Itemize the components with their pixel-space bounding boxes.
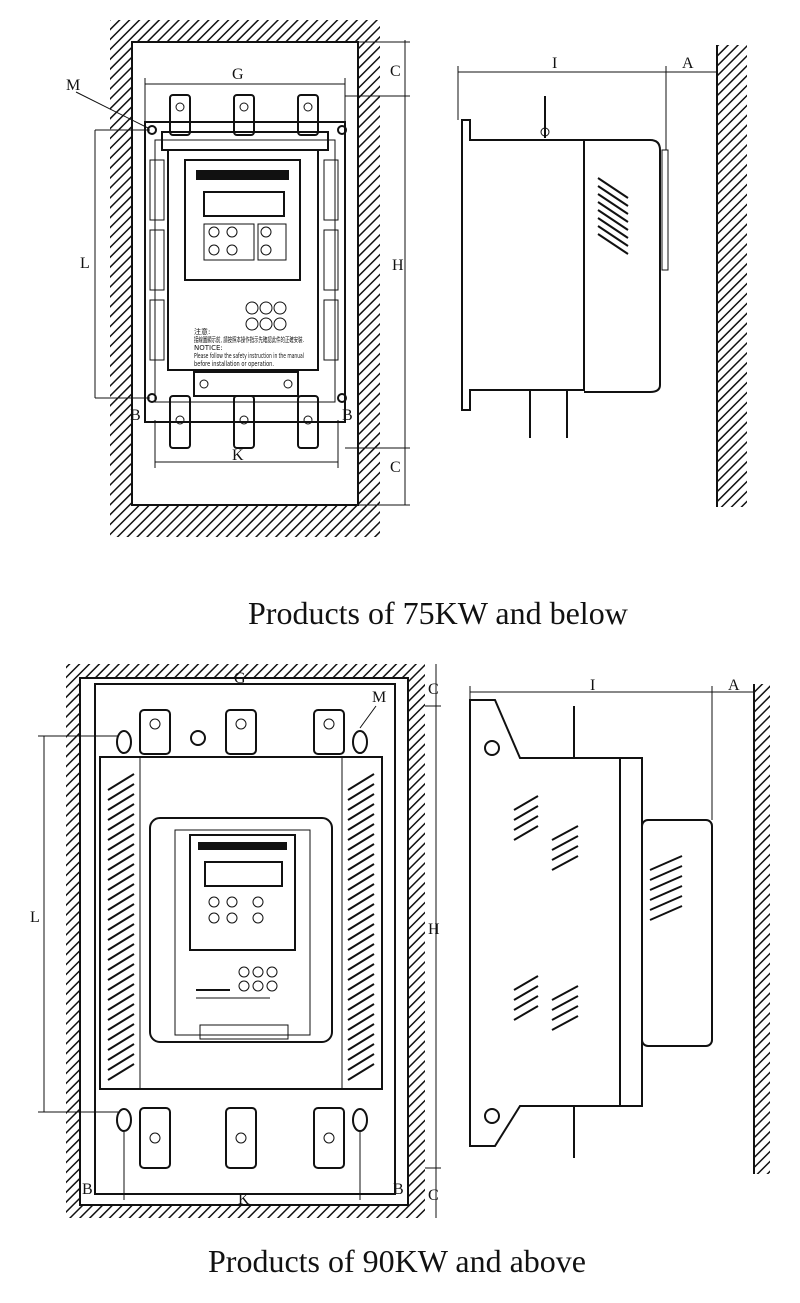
dim-G: G: [234, 670, 246, 687]
dim-B-right: B: [342, 407, 353, 424]
bottom-front-view: G M C H L K B B C: [30, 664, 441, 1218]
dim-L: L: [30, 909, 40, 926]
dim-C-top: C: [390, 63, 401, 80]
dim-H: H: [392, 257, 404, 274]
M-leader: [359, 705, 377, 729]
lcd-display: [204, 861, 283, 887]
dim-B-right: B: [393, 1181, 404, 1198]
notice-line-4: Please follow the safety instruction in …: [194, 352, 304, 360]
dim-I: I: [590, 677, 595, 694]
lcd-display: [203, 191, 285, 217]
left-louvers: [107, 773, 135, 1081]
dim-L: L: [80, 255, 90, 272]
notice-line-1: 注意:: [194, 327, 210, 336]
top-side-view: I A: [457, 45, 747, 507]
keypad-panel: [184, 159, 301, 281]
notice-line-2: 接線圖顯示前, 請按照本操作指示先確認此件的正確安裝.: [194, 335, 304, 344]
M-leader: [75, 91, 149, 129]
inner-module: [149, 817, 333, 1043]
notice-line-3: NOTICE:: [194, 344, 223, 352]
dim-G: G: [232, 66, 244, 83]
dim-A: A: [682, 55, 694, 72]
starter-body: [99, 756, 383, 1090]
starter-body: [167, 149, 319, 371]
dim-K: K: [238, 1191, 250, 1208]
dim-A: A: [728, 677, 740, 694]
top-terminals: [139, 709, 345, 755]
dim-M: M: [372, 689, 386, 706]
cert-marks: [238, 966, 278, 992]
dim-K: K: [232, 447, 244, 464]
right-louvers: [347, 773, 375, 1081]
dim-B-left: B: [82, 1181, 93, 1198]
side-vents: [513, 795, 683, 1031]
side-vent: [597, 177, 629, 255]
dim-C-top: C: [428, 681, 439, 698]
bottom-terminals: [139, 1107, 345, 1169]
notice-line-5: before installation or operation.: [194, 360, 274, 368]
bottom-caption: Products of 90KW and above: [208, 1243, 586, 1279]
top-front-view: 注意: 接線圖顯示前, 請按照本操作指示先確認此件的正確安裝. NOTICE: …: [66, 20, 410, 537]
dim-H: H: [428, 921, 440, 938]
dim-C-bottom: C: [428, 1187, 439, 1204]
cert-marks: [245, 301, 287, 331]
dim-M: M: [66, 77, 80, 94]
dim-B-left: B: [130, 407, 141, 424]
bottom-terminals: [169, 395, 319, 449]
keypad-panel: [189, 834, 296, 951]
dim-C-bottom: C: [390, 459, 401, 476]
top-caption: Products of 75KW and below: [248, 595, 628, 631]
side-wall-hatch: [754, 684, 770, 1174]
bottom-side-view: I A: [469, 677, 770, 1174]
dim-I: I: [552, 55, 557, 72]
side-wall-hatch: [717, 45, 747, 507]
